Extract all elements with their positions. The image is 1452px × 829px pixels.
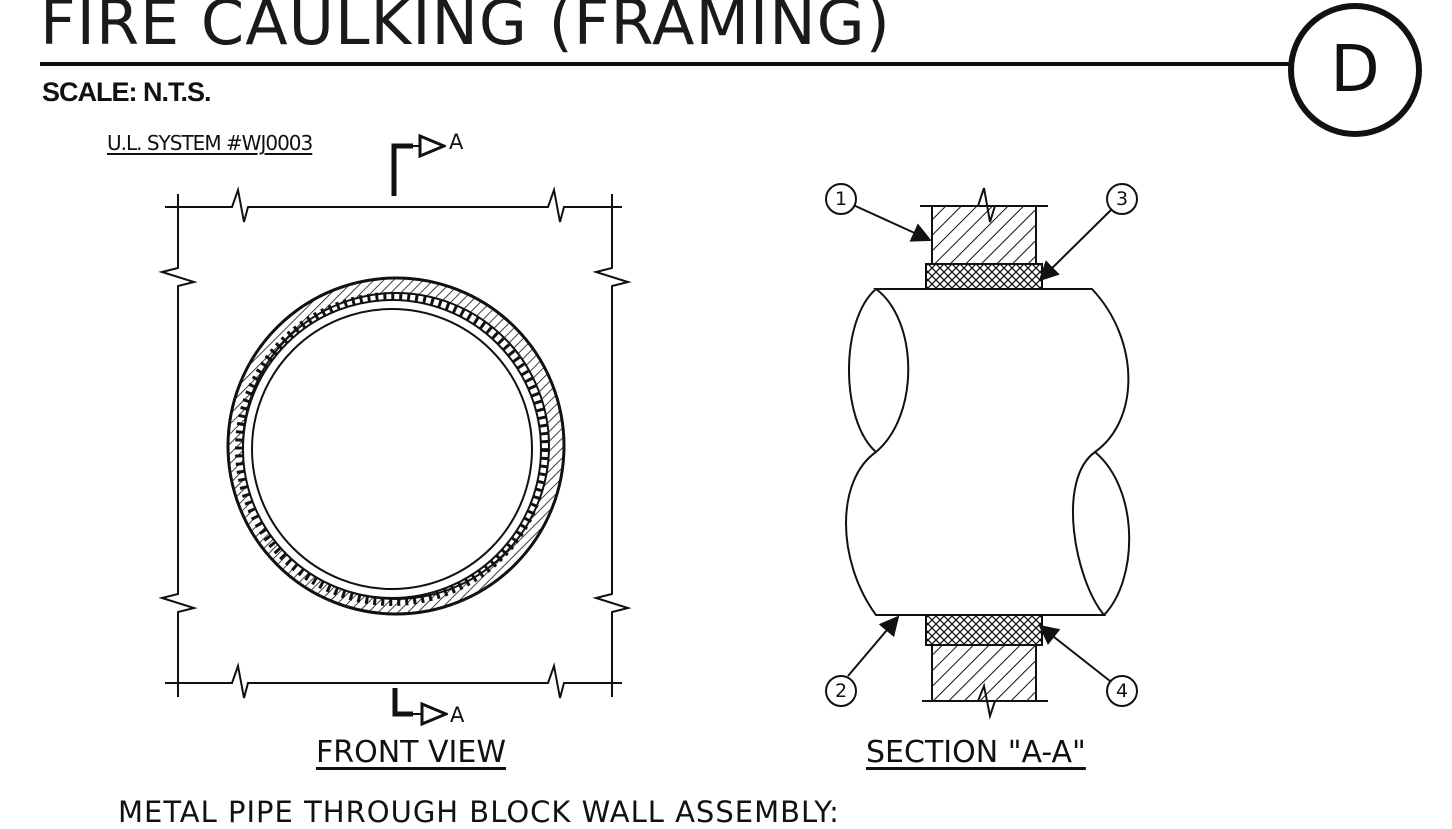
ul-system-label: U.L. SYSTEM #WJ0003: [107, 131, 313, 155]
callout-2: 2: [825, 675, 857, 707]
section-wall-bottom: [922, 614, 1048, 720]
page-title: FIRE CAULKING (FRAMING): [40, 0, 891, 59]
front-view-wall: [158, 186, 632, 699]
front-view-pipe: [226, 276, 566, 616]
title-underline: [40, 62, 1302, 66]
section-pipe: [845, 288, 1131, 616]
front-view-label: FRONT VIEW: [316, 735, 507, 770]
section-marker-bottom: A: [450, 703, 465, 727]
detail-badge: D: [1288, 3, 1422, 137]
section-cut-markers: [391, 146, 446, 714]
section-marker-top: A: [449, 130, 464, 154]
callout-1: 1: [825, 183, 857, 215]
assembly-description: METAL PIPE THROUGH BLOCK WALL ASSEMBLY:: [118, 795, 840, 829]
section-view-label: SECTION "A-A": [866, 735, 1086, 770]
callout-leaders: [847, 203, 1113, 682]
callout-4: 4: [1106, 675, 1138, 707]
callout-3: 3: [1106, 183, 1138, 215]
section-wall-top: [920, 187, 1048, 291]
scale-note: SCALE: N.T.S.: [42, 77, 212, 107]
